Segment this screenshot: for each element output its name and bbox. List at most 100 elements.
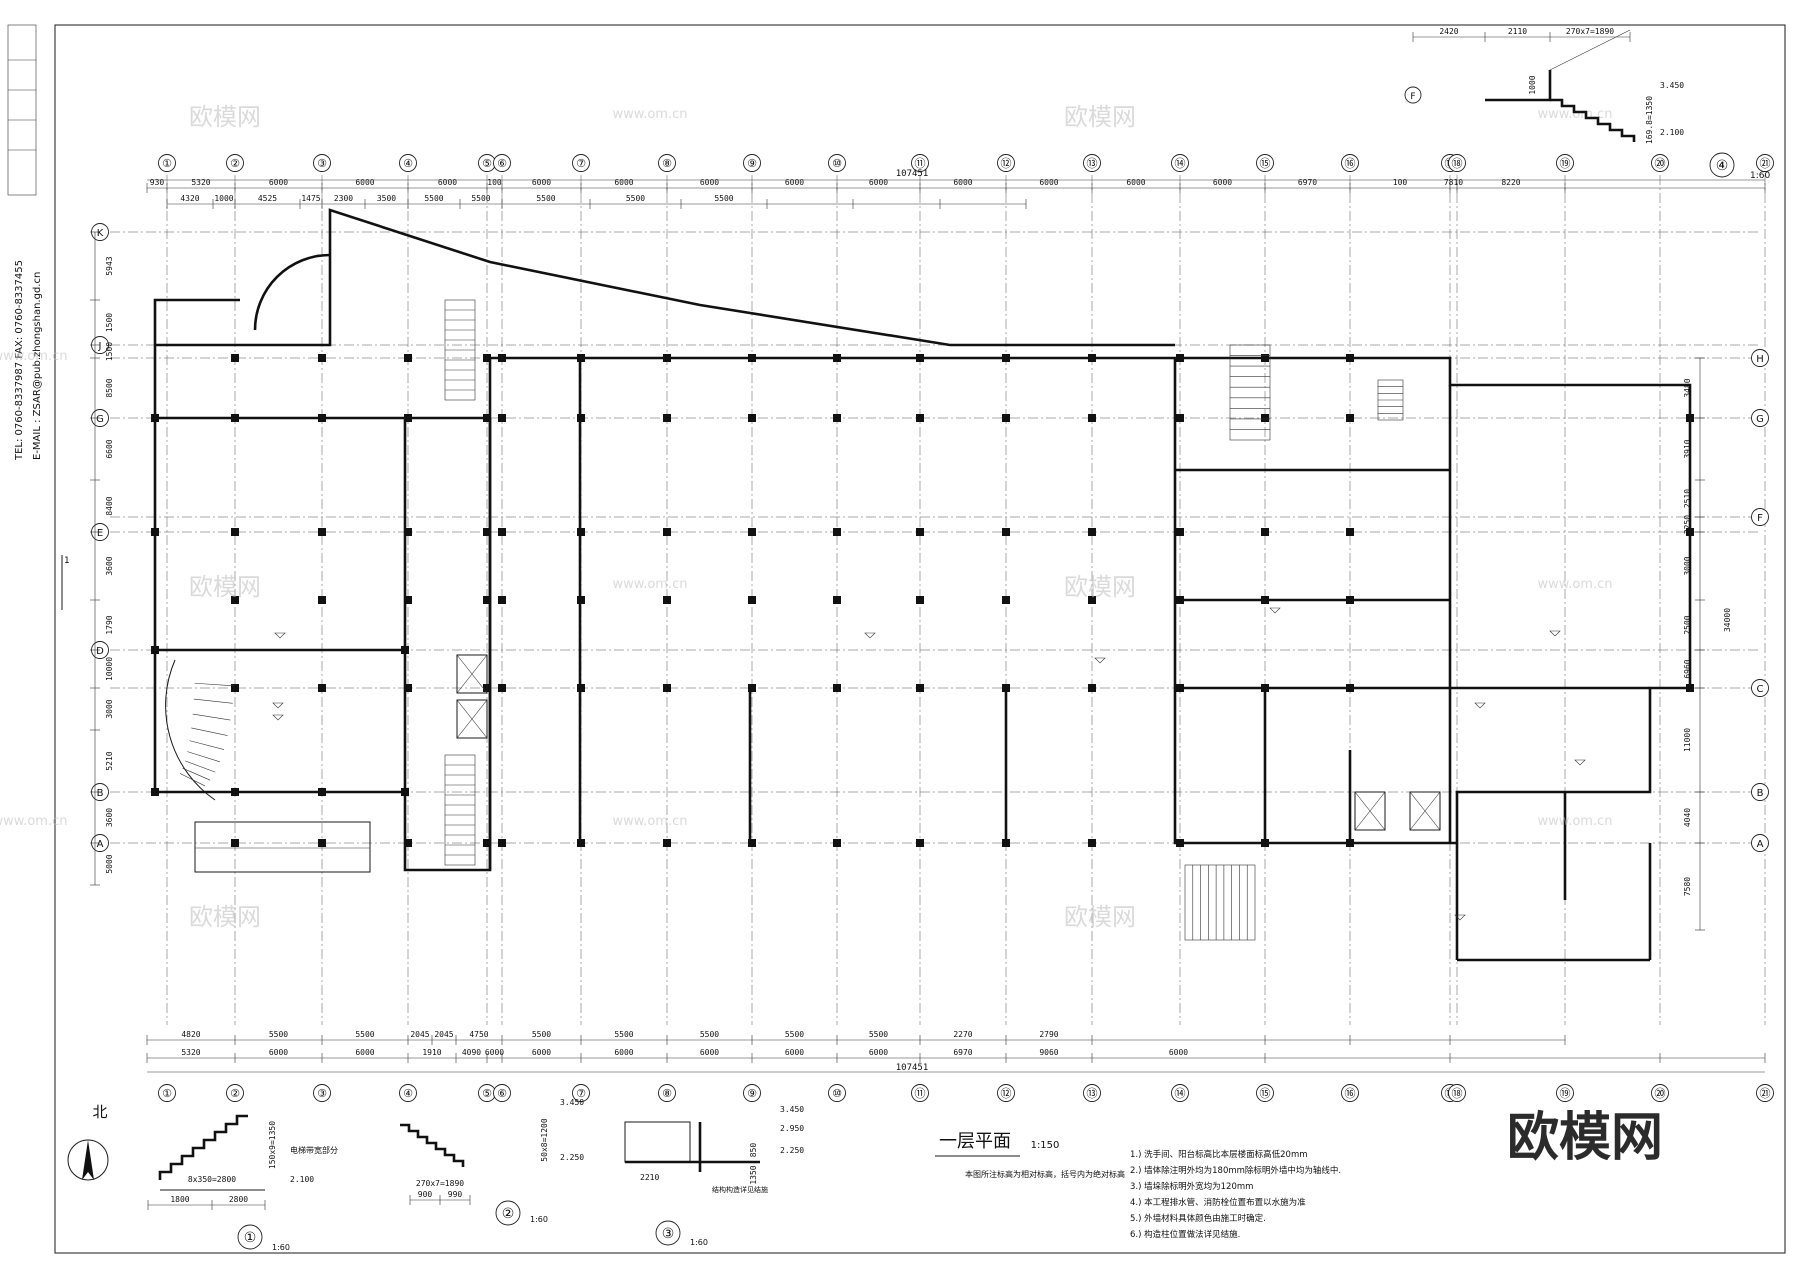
grid-label-top: ⑬ — [1087, 157, 1098, 170]
structural-column — [1261, 528, 1269, 536]
grid-label-bottom: ⑬ — [1087, 1087, 1098, 1100]
elevator-x — [1354, 791, 1386, 831]
dim-top-row1-label: 100 — [1393, 178, 1408, 187]
grid-label-top: ⑮ — [1260, 157, 1271, 170]
dim-left-label: 3600 — [105, 808, 114, 827]
dim-top-row1-label: 5320 — [191, 178, 210, 187]
dim-overall-top: 107451 — [896, 169, 929, 179]
grid-bubble-top — [828, 154, 846, 172]
level-triangle — [1454, 914, 1466, 921]
dim-left-label: 8500 — [105, 378, 114, 397]
watermark-url: www.om.cn — [1538, 814, 1613, 829]
grid-letter-left: D — [96, 646, 104, 657]
dim-bottom-row2-label: 4090 — [462, 1048, 481, 1057]
detail1-id-circle — [237, 1224, 263, 1250]
sidebar-contact-email: E-MAIL : ZSAR@pub.zhongshan.gd.cn — [32, 272, 43, 460]
grid-label-bottom: ③ — [317, 1087, 327, 1100]
detail1-id: ① — [244, 1230, 257, 1246]
dim-top-row2-label: 5500 — [424, 194, 443, 203]
level-triangle — [1474, 702, 1486, 709]
structural-column — [231, 414, 239, 422]
curved-wall — [253, 253, 331, 331]
elevator-shaft — [1409, 791, 1441, 831]
grid-bubble-bottom — [493, 1084, 511, 1102]
dim-top-row1-label: 6000 — [269, 178, 288, 187]
grid-bubble-top — [313, 154, 331, 172]
stair-transformer-outline — [1229, 344, 1271, 441]
structural-column — [318, 684, 326, 692]
dim-right-label: 2250 — [1683, 515, 1692, 534]
detail4-dim-label: 169.8=1350 — [1645, 96, 1654, 144]
structural-column — [404, 414, 412, 422]
detail4-dim-label: 270x7=1890 — [1566, 27, 1614, 36]
dim-bottom-row1-label: 2045 — [410, 1030, 429, 1039]
dim-bottom-row1-label: 4820 — [181, 1030, 200, 1039]
grid-bubble-top — [1556, 154, 1574, 172]
plan-scale: 1:150 — [1031, 1140, 1060, 1151]
structural-column — [151, 788, 159, 796]
dim-top-row2-label: 4320 — [180, 194, 199, 203]
grid-bubble-top — [1341, 154, 1359, 172]
grid-bubble-bottom — [313, 1084, 331, 1102]
structural-column — [663, 414, 671, 422]
structural-column — [663, 839, 671, 847]
dim-top-row1-label: 6000 — [1126, 178, 1145, 187]
structural-column — [498, 596, 506, 604]
grid-bubble-top — [1171, 154, 1189, 172]
dim-bottom-row2-label: 6000 — [1169, 1048, 1188, 1057]
exterior-wall-north — [155, 208, 1175, 347]
structural-column — [1346, 839, 1354, 847]
dim-top-row1-label: 6000 — [869, 178, 888, 187]
dim-bottom-row2-label: 9060 — [1039, 1048, 1058, 1057]
grid-bubble-top — [399, 154, 417, 172]
grid-letter-left: E — [97, 528, 103, 539]
level-triangle — [1574, 759, 1586, 766]
detail3-level: 2.250 — [780, 1146, 804, 1155]
dim-right-total: 34000 — [1723, 608, 1732, 632]
structural-column — [833, 596, 841, 604]
structural-column — [483, 596, 491, 604]
dim-top-row2-label: 1000 — [214, 194, 233, 203]
detail3-dim: 2210 — [640, 1173, 659, 1182]
grid-label-bottom: ⑧ — [662, 1087, 672, 1100]
grid-letter-left: B — [97, 788, 104, 799]
structural-column — [748, 596, 756, 604]
structural-column — [318, 596, 326, 604]
watermark-cn: 欧模网 — [1064, 903, 1136, 931]
note-item: 3.) 墙垛除标明外宽均为120mm — [1130, 1181, 1253, 1192]
structural-column — [833, 354, 841, 362]
grid-label-top: ⑨ — [747, 157, 757, 170]
curved-stair-tread — [192, 713, 231, 721]
dim-top-row1-label: 6000 — [532, 178, 551, 187]
grid-bubble-top — [1083, 154, 1101, 172]
elevator-shaft — [1354, 791, 1386, 831]
detail3-dim-v: 850 — [749, 1143, 758, 1158]
watermark-cn: 欧模网 — [1064, 573, 1136, 601]
detail1-scale: 1:60 — [272, 1243, 290, 1252]
structural-column — [404, 528, 412, 536]
grid-label-top: ⑥ — [497, 157, 507, 170]
grid-letter-right: F — [1757, 513, 1763, 524]
structural-column — [1176, 684, 1184, 692]
dim-top-row1-label: 6000 — [1213, 178, 1232, 187]
grid-label-top: ③ — [317, 157, 327, 170]
detail4-id-circle — [1709, 152, 1735, 178]
grid-label-top: ④ — [403, 157, 413, 170]
structural-column — [1088, 684, 1096, 692]
curved-stair — [165, 659, 216, 801]
detail4-grid-label: F — [1410, 92, 1415, 102]
dim-top-row2-label: 5500 — [536, 194, 555, 203]
structural-column — [1176, 414, 1184, 422]
detail4-level: 3.450 — [1660, 81, 1684, 90]
structural-column — [1088, 596, 1096, 604]
structural-column — [404, 354, 412, 362]
grid-bubble-top — [1448, 154, 1466, 172]
grid-bubble-top — [158, 154, 176, 172]
dim-right-label: 7580 — [1683, 877, 1692, 896]
curved-stair-tread — [189, 740, 225, 750]
dim-right-label: 3910 — [1683, 439, 1692, 458]
dim-left-label: 1790 — [105, 615, 114, 634]
structural-column — [231, 839, 239, 847]
structural-column — [151, 528, 159, 536]
